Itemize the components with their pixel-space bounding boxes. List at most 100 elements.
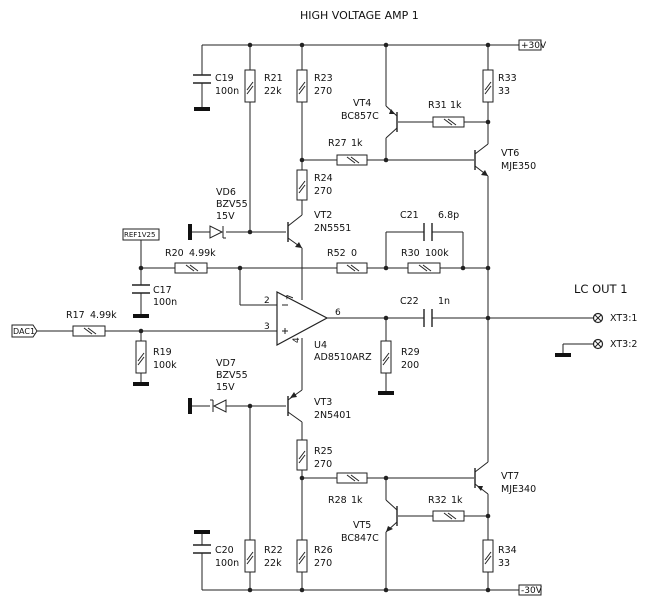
r28-ref: R28 [328, 495, 347, 506]
r52-ref: R52 [327, 248, 346, 259]
vt4-part: BC857C [341, 111, 379, 122]
transistor-vt7-icon [474, 461, 489, 495]
vd7-value: 15V [216, 382, 235, 393]
resistor-r21-icon [244, 69, 256, 103]
r31-ref: R31 [428, 100, 447, 111]
r22-ref: R22 [264, 545, 283, 556]
r23-ref: R23 [314, 73, 333, 84]
r20-value: 4.99k [189, 248, 216, 259]
zener-diode-vd7-icon [210, 399, 227, 413]
resistor-r17-icon [72, 325, 106, 337]
r28-value: 1k [351, 495, 363, 506]
capacitor-c20-icon [193, 544, 211, 554]
u4-pin2: 2 [264, 296, 270, 306]
resistor-r24-icon [296, 169, 308, 201]
capacitors [132, 74, 433, 554]
r52-value: 0 [351, 248, 357, 259]
opamp-u4-icon [276, 291, 329, 347]
resistor-r28-icon [336, 472, 368, 484]
labels: HIGH VOLTAGE AMP 1 LC OUT 1 +30V -30V RE… [13, 9, 637, 596]
vt4-ref: VT4 [353, 98, 371, 109]
capacitor-c21-icon [423, 223, 433, 241]
u4-pin4: 4 [292, 337, 302, 343]
vt3-part: 2N5401 [314, 410, 351, 421]
xt3-1-label: XT3:1 [610, 313, 637, 324]
vd7-part: BZV55 [216, 370, 248, 381]
resistor-r34-icon [482, 539, 494, 573]
resistors [72, 69, 494, 573]
r21-value: 22k [264, 86, 282, 97]
xt3-2-label: XT3:2 [610, 339, 637, 350]
r25-ref: R25 [314, 446, 333, 457]
r34-ref: R34 [498, 545, 517, 556]
output-label: LC OUT 1 [574, 282, 628, 296]
resistor-r25-icon [296, 439, 308, 471]
u4-ref: U4 [314, 340, 327, 351]
capacitor-c22-icon [423, 309, 433, 327]
resistor-r22-icon [244, 539, 256, 573]
c17-value: 100n [153, 297, 177, 308]
u4-pin7: 7 [286, 294, 296, 300]
r29-value: 200 [401, 360, 419, 371]
resistor-r23-icon [296, 69, 308, 103]
r27-value: 1k [351, 138, 363, 149]
vt5-ref: VT5 [353, 520, 371, 531]
pos30v-label: +30V [521, 41, 547, 51]
net-flag-dac1 [11, 324, 38, 338]
c19-value: 100n [215, 86, 239, 97]
vd6-part: BZV55 [216, 199, 248, 210]
resistor-r30-icon [407, 262, 441, 274]
r25-value: 270 [314, 459, 332, 470]
junction-dots [138, 42, 491, 593]
resistor-r33-icon [482, 69, 494, 103]
r32-ref: R32 [428, 495, 447, 506]
vt7-part: MJE340 [501, 484, 536, 495]
r26-ref: R26 [314, 545, 333, 556]
r31-value: 1k [450, 100, 462, 111]
diagram-title: HIGH VOLTAGE AMP 1 [300, 9, 419, 22]
wires [36, 44, 594, 591]
r27-ref: R27 [328, 138, 347, 149]
resistor-r20-icon [174, 262, 208, 274]
transistor-vt6-icon [474, 143, 489, 177]
c21-value: 6.8p [438, 210, 459, 221]
net-flag-ref1v25 [122, 228, 160, 241]
transistor-vt4-icon [385, 105, 404, 139]
transistor-vt3-icon [287, 389, 303, 423]
neg30v-label: -30V [521, 586, 543, 596]
capacitor-c17-icon [132, 284, 150, 294]
resistor-r26-icon [296, 539, 308, 573]
r29-ref: R29 [401, 347, 420, 358]
r26-value: 270 [314, 558, 332, 569]
terminal-xt3-2-icon [592, 338, 604, 350]
r32-value: 1k [451, 495, 463, 506]
c19-ref: C19 [215, 73, 234, 84]
vd6-value: 15V [216, 211, 235, 222]
resistor-r19-icon [135, 340, 147, 374]
net-flag-pos30v [518, 39, 542, 51]
resistor-r29-icon [380, 340, 392, 374]
r19-value: 100k [153, 360, 177, 371]
net-flag-neg30v [518, 584, 542, 596]
r33-value: 33 [498, 86, 510, 97]
vt6-part: MJE350 [501, 161, 536, 172]
dac1-label: DAC1 [13, 327, 35, 336]
c20-value: 100n [215, 558, 239, 569]
u4-pin6: 6 [335, 308, 341, 318]
c20-ref: C20 [215, 545, 234, 556]
r21-ref: R21 [264, 73, 283, 84]
ground-symbols [133, 107, 571, 534]
vt2-ref: VT2 [314, 210, 332, 221]
resistor-r31-icon [432, 116, 465, 128]
vt3-ref: VT3 [314, 397, 332, 408]
transistor-vt2-icon [287, 214, 303, 249]
c17-ref: C17 [153, 285, 172, 296]
r20-ref: R20 [165, 248, 184, 259]
r17-ref: R17 [66, 310, 85, 321]
vt7-ref: VT7 [501, 471, 519, 482]
resistor-r52-icon [336, 262, 368, 274]
capacitor-c19-icon [193, 74, 211, 84]
r24-value: 270 [314, 186, 332, 197]
